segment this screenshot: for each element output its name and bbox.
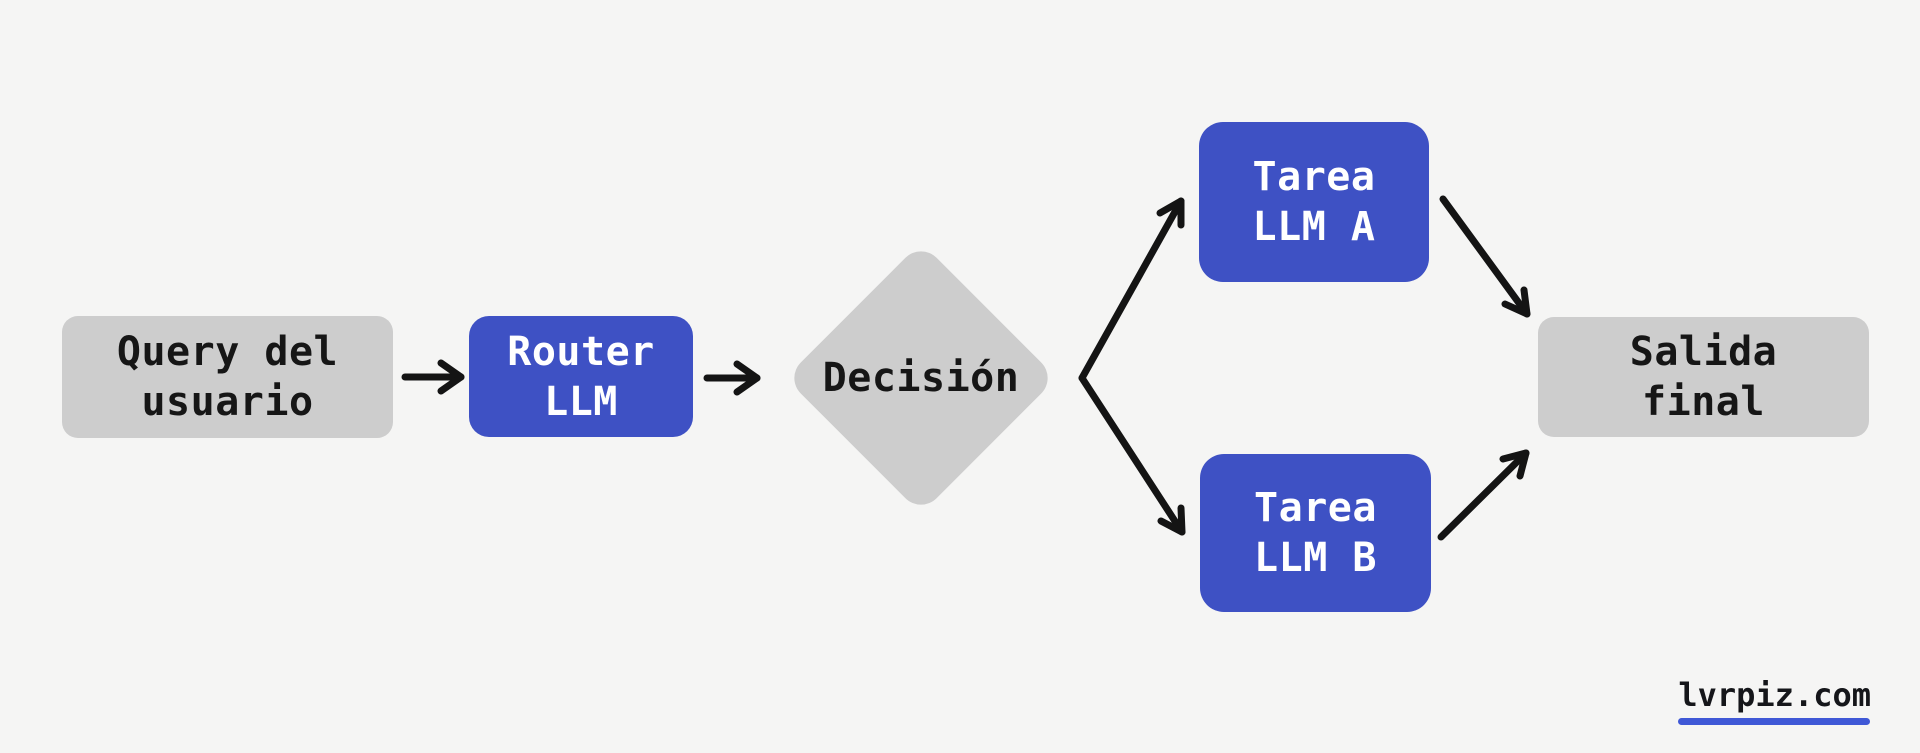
node-tarea-a-line1: Tarea [1252,154,1376,200]
watermark-text[interactable]: lvrpiz.com [1678,676,1871,714]
arrow-query-to-router [401,359,465,395]
node-decision-label: Decisión [822,355,1020,401]
arrow-tarea-a-to-salida [1439,195,1531,318]
node-salida-line1: Salida [1629,329,1778,375]
watermark-link[interactable]: lvrpiz.com [1678,678,1871,725]
node-salida-final: Salida final [1538,317,1869,437]
arrow-router-to-decision [703,360,761,396]
node-salida-line2: final [1642,379,1765,425]
node-tarea-llm-a: Tarea LLM A [1199,122,1429,282]
arrow-decision-to-tarea-a [1078,197,1185,382]
node-query-del-usuario: Query del usuario [62,316,393,438]
watermark-underline [1678,718,1871,725]
node-tarea-llm-b: Tarea LLM B [1200,454,1431,612]
node-query-line1: Query del [116,329,339,375]
node-tarea-a-line2: LLM A [1252,204,1376,250]
node-router-llm: Router LLM [469,316,693,437]
node-router-line1: Router [507,328,655,375]
node-query-line2: usuario [141,379,314,425]
node-decision-diamond: Decisión [785,242,1057,514]
node-router-line2: LLM [544,378,618,425]
node-tarea-b-line2: LLM B [1254,535,1377,581]
node-tarea-b-line1: Tarea [1254,485,1377,531]
arrow-decision-to-tarea-b [1078,374,1186,536]
arrow-tarea-b-to-salida [1437,449,1530,541]
